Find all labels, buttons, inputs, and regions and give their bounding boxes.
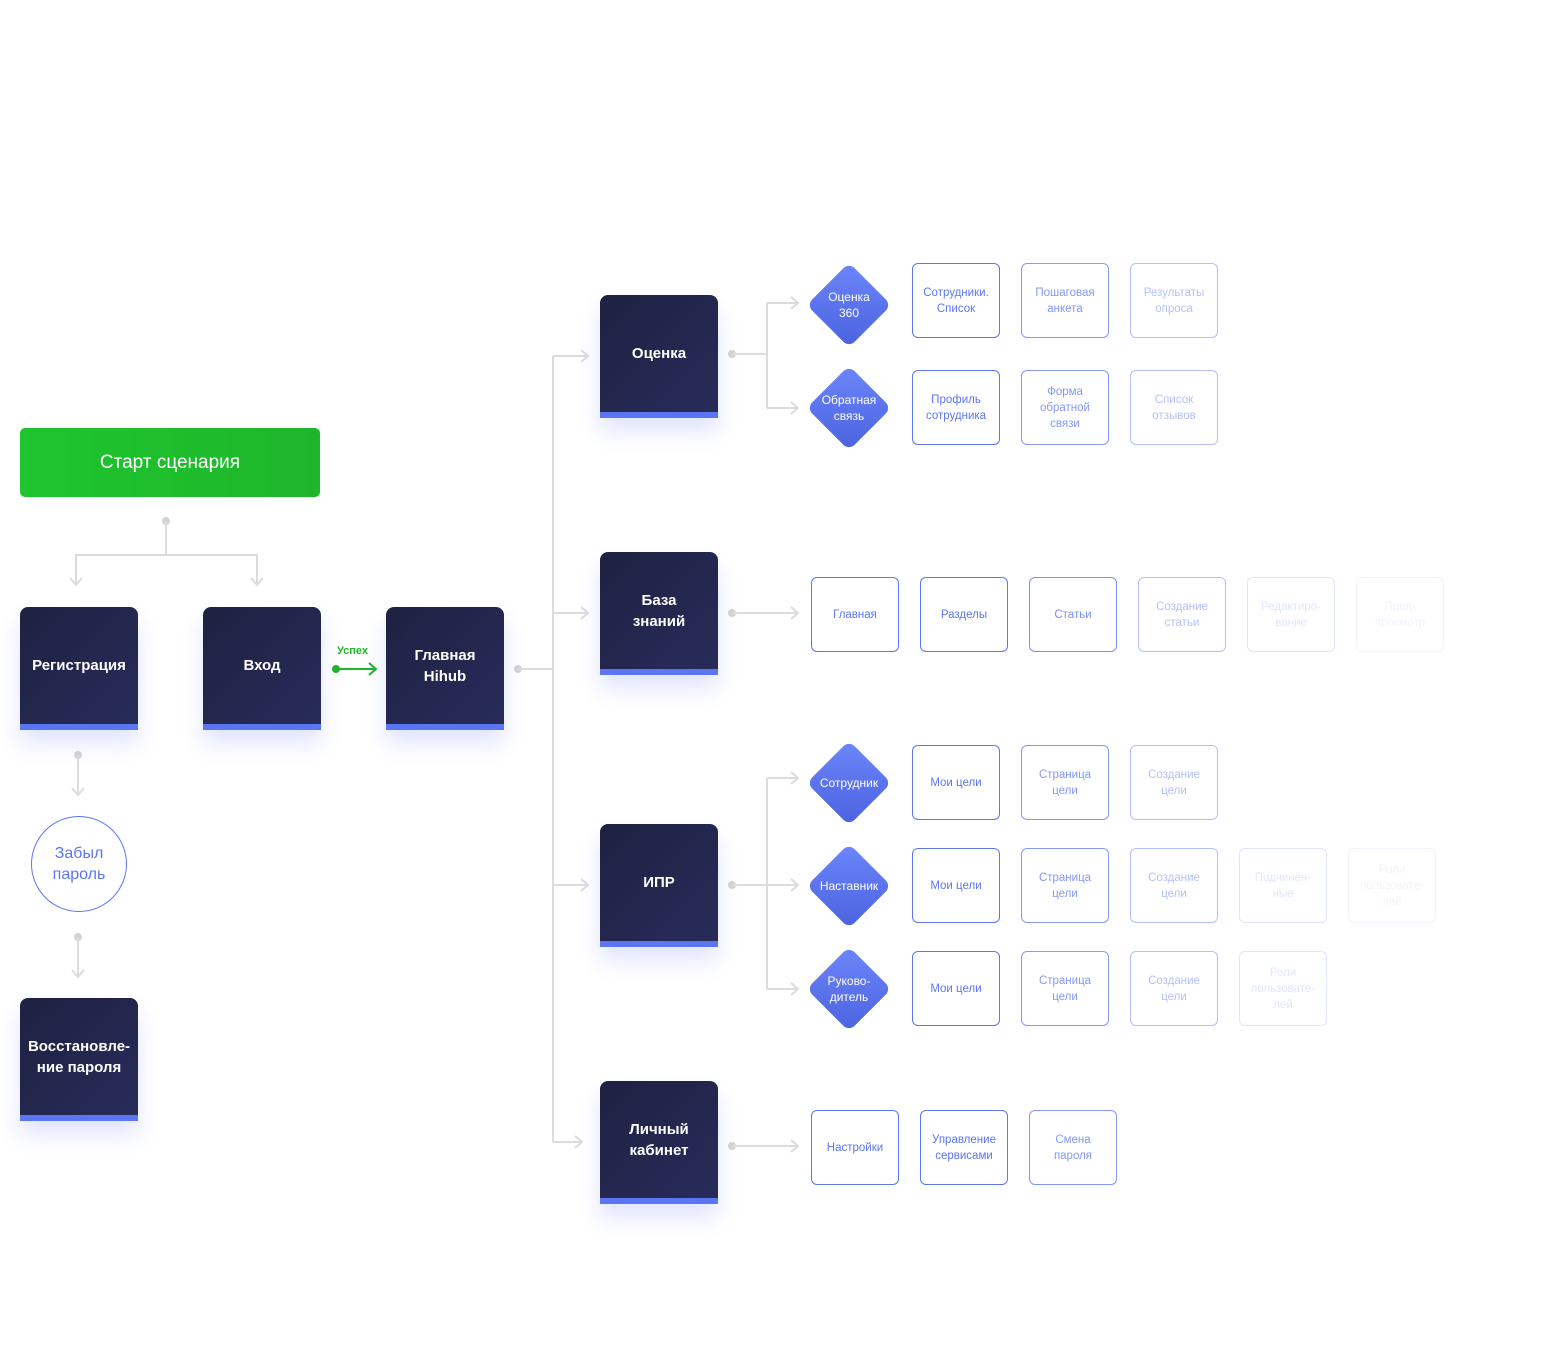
forgot-password-node[interactable]: Забыл пароль — [31, 816, 127, 912]
step-box[interactable]: Настройки — [811, 1110, 899, 1185]
role-label: Руково- дитель — [827, 974, 871, 1004]
step-box[interactable]: Список отзывов — [1130, 370, 1218, 445]
role-diamond[interactable]: Руково- дитель — [806, 946, 892, 1032]
success-label: Успех — [337, 645, 369, 657]
knowledge-node[interactable]: База знаний — [600, 552, 718, 675]
step-box[interactable]: Результаты опроса — [1130, 263, 1218, 338]
assessment-node[interactable]: Оценка — [600, 295, 718, 418]
step-box[interactable]: Статьи — [1029, 577, 1117, 652]
restore-password-node[interactable]: Восстановле- ние пароля — [20, 998, 138, 1121]
step-box[interactable]: Создание статьи — [1138, 577, 1226, 652]
hub-connector — [514, 349, 590, 1149]
step-box[interactable]: Мои цели — [912, 951, 1000, 1026]
step-box[interactable]: Роли пользовате- лей — [1348, 848, 1436, 923]
role-label: Обратная связь — [821, 393, 877, 423]
role-diamond[interactable]: Обратная связь — [806, 365, 892, 451]
role-diamond[interactable]: Оценка 360 — [806, 262, 892, 348]
registration-node[interactable]: Регистрация — [20, 607, 138, 730]
step-box[interactable]: Профиль сотрудника — [912, 370, 1000, 445]
login-node[interactable]: Вход — [203, 607, 321, 730]
step-box[interactable]: Мои цели — [912, 848, 1000, 923]
cabinet-node[interactable]: Личный кабинет — [600, 1081, 718, 1204]
step-box[interactable]: Подчинён- ные — [1239, 848, 1327, 923]
step-box[interactable]: Управление сервисами — [920, 1110, 1008, 1185]
role-label: Наставник — [819, 879, 879, 893]
role-diamond[interactable]: Сотрудник — [806, 740, 892, 826]
step-box[interactable]: Создание цели — [1130, 745, 1218, 820]
step-box[interactable]: Роли пользовате- лей — [1239, 951, 1327, 1026]
hub-node[interactable]: Главная Hihub — [386, 607, 504, 730]
step-box[interactable]: Пред- просмотр — [1356, 577, 1444, 652]
step-box[interactable]: Создание цели — [1130, 951, 1218, 1026]
step-box[interactable]: Страница цели — [1021, 745, 1109, 820]
section-connectors — [728, 296, 800, 1153]
step-box[interactable]: Пошаговая анкета — [1021, 263, 1109, 338]
step-box[interactable]: Редактиро- вание — [1247, 577, 1335, 652]
start-scenario-node[interactable]: Старт сценария — [20, 428, 320, 497]
role-label: Оценка 360 — [828, 290, 870, 320]
role-diamond[interactable]: Наставник — [806, 843, 892, 929]
forgot-connector — [71, 751, 85, 979]
idp-node[interactable]: ИПР — [600, 824, 718, 947]
step-box[interactable]: Страница цели — [1021, 848, 1109, 923]
start-connector — [69, 517, 264, 587]
step-box[interactable]: Форма обратной связи — [1021, 370, 1109, 445]
step-box[interactable]: Главная — [811, 577, 899, 652]
success-arrow — [332, 662, 378, 676]
step-box[interactable]: Создание цели — [1130, 848, 1218, 923]
step-box[interactable]: Разделы — [920, 577, 1008, 652]
step-box[interactable]: Сотрудники. Список — [912, 263, 1000, 338]
role-label: Сотрудник — [819, 776, 879, 790]
step-box[interactable]: Смена пароля — [1029, 1110, 1117, 1185]
step-box[interactable]: Мои цели — [912, 745, 1000, 820]
step-box[interactable]: Страница цели — [1021, 951, 1109, 1026]
